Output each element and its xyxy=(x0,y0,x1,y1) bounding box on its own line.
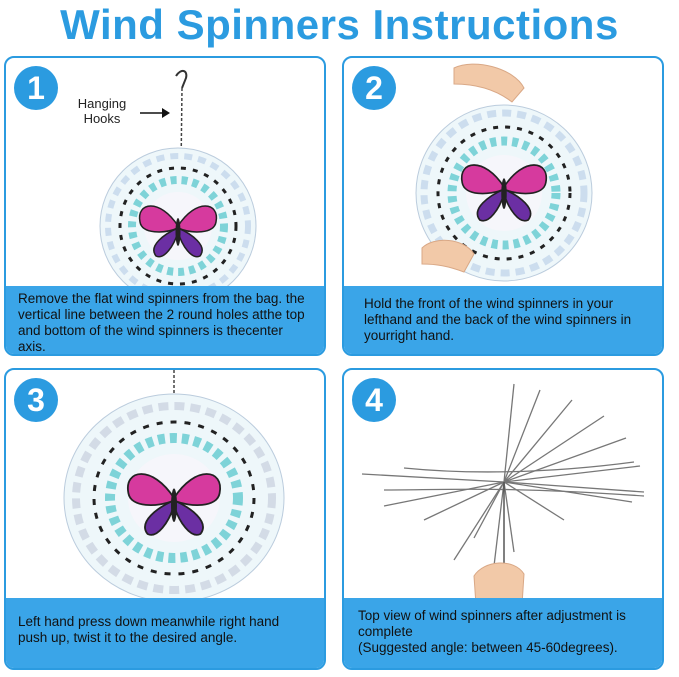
step-number-badge: 3 xyxy=(14,378,58,422)
step-number-badge: 4 xyxy=(352,378,396,422)
step-panel-2: 2 Hold the front of the wind spinners in… xyxy=(342,56,664,356)
page-title: Wind Spinners Instructions xyxy=(60,1,619,48)
step-panel-3: 3 Left hand press down meanwhile right h… xyxy=(4,368,326,670)
step-caption: Remove the flat wind spinners from the b… xyxy=(6,286,324,354)
arrow-icon xyxy=(140,108,170,118)
spinner-twisted-illustration xyxy=(63,370,285,603)
hand-icon xyxy=(453,63,525,103)
hanging-hook-icon xyxy=(175,70,188,171)
hand-icon xyxy=(421,239,475,273)
step-caption-line: (Suggested angle: between 45-60degrees). xyxy=(358,640,618,655)
step-caption: Hold the front of the wind spinners in y… xyxy=(344,286,662,354)
step-number-badge: 2 xyxy=(352,66,396,110)
step-caption: Left hand press down meanwhile right han… xyxy=(6,598,324,668)
hanging-hooks-label: Hanging Hooks xyxy=(77,96,127,126)
butterfly-icon xyxy=(460,164,548,222)
step-panel-1: 1 Hanging Hooks Remove the flat wind s xyxy=(4,56,326,356)
step-panel-4: 4 Top view of wind spinners a xyxy=(342,368,664,670)
spinner-held-illustration xyxy=(415,63,593,282)
hand-icon xyxy=(473,562,525,605)
step-number-badge: 1 xyxy=(14,66,58,110)
butterfly-icon xyxy=(127,473,221,536)
step-caption: Top view of wind spinners after adjustme… xyxy=(344,598,662,668)
step-caption-line: Top view of wind spinners after adjustme… xyxy=(358,608,626,639)
spinner-flat-illustration xyxy=(99,70,257,298)
butterfly-icon xyxy=(138,205,218,258)
spinner-top-view-illustration xyxy=(361,383,645,605)
